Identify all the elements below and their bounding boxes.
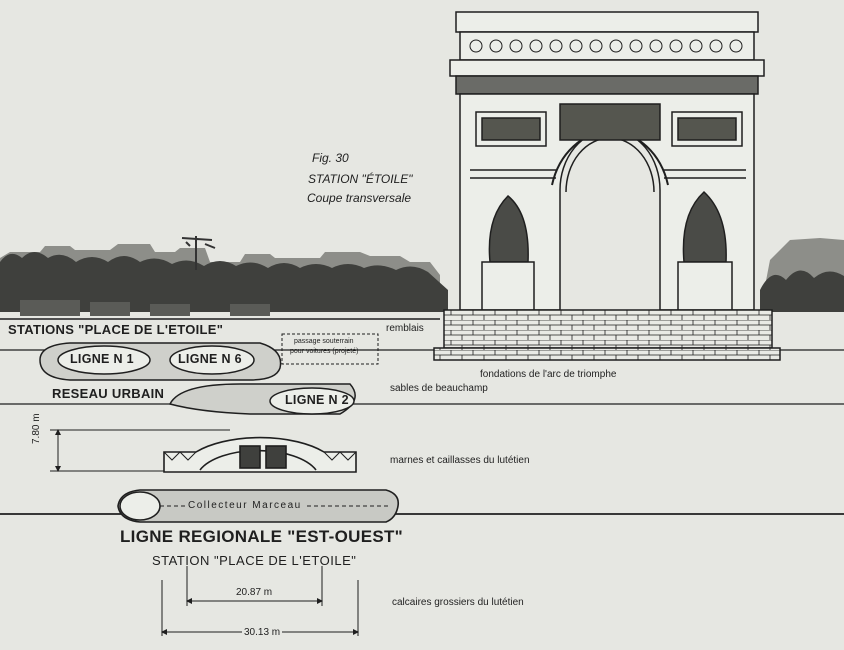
passage-label: passage souterrain <box>294 338 354 345</box>
ligne-2-label: LIGNE N 2 <box>285 393 349 407</box>
rer-station-name: STATION "PLACE DE L'ETOILE" <box>152 553 357 568</box>
city-skyline <box>0 236 844 316</box>
stratum-marnes: marnes et caillasses du lutétien <box>390 455 530 466</box>
passage-label-2: pour voitures (projeté) <box>290 348 359 355</box>
rer-line-title: LIGNE REGIONALE "EST-OUEST" <box>120 527 404 546</box>
collecteur-label: Collecteur Marceau <box>186 500 304 511</box>
inner-width-label: 20.87 m <box>236 587 273 598</box>
reseau-urbain-label: RESEAU URBAIN <box>52 386 165 401</box>
stratum-remblais: remblais <box>386 323 424 334</box>
figure-number: Fig. 30 <box>312 151 349 165</box>
metro-tunnels <box>39 333 379 415</box>
stratum-calcaires: calcaires grossiers du lutétien <box>392 597 524 608</box>
height-dimension-label: 7.80 m <box>31 413 42 444</box>
rer-station <box>163 436 357 473</box>
figure-station-title: STATION "ÉTOILE" <box>308 172 413 186</box>
ligne-6-label: LIGNE N 6 <box>178 352 242 366</box>
stratum-fondations: fondations de l'arc de triomphe <box>480 369 617 380</box>
figure-section-type: Coupe transversale <box>307 191 412 205</box>
ligne-1-label: LIGNE N 1 <box>70 352 134 366</box>
outer-width-label: 30.13 m <box>242 627 283 638</box>
stations-etoile-label: STATIONS "PLACE DE L'ETOILE" <box>8 322 224 337</box>
stratum-sables: sables de beauchamp <box>390 383 488 394</box>
arc-de-triomphe <box>433 11 781 361</box>
dimension-lines <box>50 429 359 636</box>
